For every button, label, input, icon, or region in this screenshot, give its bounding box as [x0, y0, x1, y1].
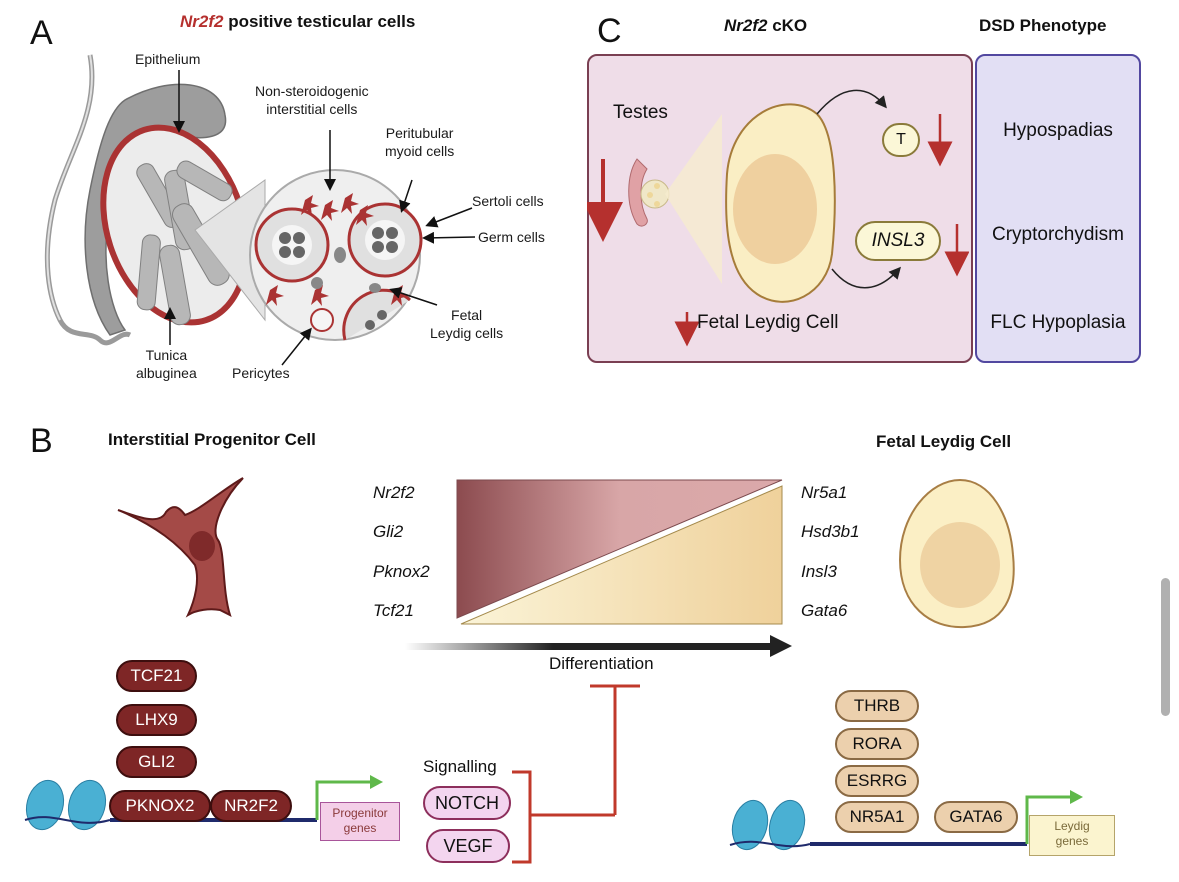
leydig-gene-wedge	[460, 485, 783, 625]
panel-c-title-rest: cKO	[767, 16, 808, 35]
leydig-chromatin	[729, 790, 1083, 851]
label-fetal-leydig: Fetal Leydig cells	[430, 306, 503, 342]
leydig-cell-nucleus	[920, 522, 1000, 608]
differentiation-label: Differentiation	[549, 654, 654, 673]
box-line: Progenitor	[332, 806, 388, 820]
leydig-title: Fetal Leydig Cell	[876, 432, 1012, 451]
panel-c-title-gene: Nr2f2	[724, 16, 768, 35]
interstitial-cells	[266, 193, 409, 306]
label-line: myoid cells	[385, 143, 455, 159]
tf-tcf21: TCF21	[116, 660, 197, 692]
tf-thrb: THRB	[835, 690, 919, 722]
testes-label: Testes	[613, 102, 668, 123]
gene-gli2: Gli2	[373, 522, 404, 541]
label-peritubular: Peritubular myoid cells	[385, 124, 454, 160]
label-line: albuginea	[136, 365, 197, 381]
phenotype-cryptorchydism: Cryptorchydism	[992, 224, 1124, 245]
progenitor-nucleus	[189, 531, 215, 561]
tf-lhx9: LHX9	[116, 704, 197, 736]
gene-gata6: Gata6	[801, 601, 848, 620]
box-line: genes	[1055, 834, 1089, 848]
label-tunica: Tunica albuginea	[136, 346, 197, 382]
gene-nr2f2: Nr2f2	[373, 483, 415, 502]
label-sertoli: Sertoli cells	[472, 193, 544, 209]
label-pericytes: Pericytes	[232, 365, 290, 381]
label-arrows	[164, 70, 476, 366]
gene-hsd3b1: Hsd3b1	[801, 522, 860, 541]
leydig-nucleus	[733, 154, 817, 264]
pericyte	[310, 308, 334, 332]
signalling-bracket	[512, 770, 532, 864]
hormone-insl3: INSL3	[855, 221, 941, 261]
zoom-cone	[665, 114, 722, 284]
tf-gata6: GATA6	[934, 801, 1018, 833]
label-line: Leydig cells	[430, 325, 504, 341]
panel-a-title-gene: Nr2f2	[180, 12, 224, 31]
label-germ: Germ cells	[478, 229, 545, 245]
arrow-to-t	[816, 89, 887, 115]
gene-pknox2: Pknox2	[373, 562, 430, 581]
tf-rora: RORA	[835, 728, 919, 760]
panel-c-letter: C	[597, 12, 622, 50]
vertical-scrollbar[interactable]	[1161, 578, 1170, 716]
nucleosome-icon	[729, 799, 811, 851]
progenitor-gene-wedge	[456, 479, 783, 619]
label-line: interstitial cells	[266, 101, 358, 117]
differentiation-arrow-svg	[405, 635, 792, 864]
arrow-to-insl3	[831, 266, 901, 289]
label-line: Non-steroidogenic	[255, 83, 369, 99]
signalling-label: Signalling	[423, 757, 497, 776]
dsd-box: Hypospadias Cryptorchydism FLC Hypoplasi…	[975, 54, 1141, 363]
panel-a-letter: A	[30, 14, 53, 52]
tf-esrrg: ESRRG	[835, 765, 919, 797]
gene-tcf21: Tcf21	[373, 601, 414, 620]
gene-nr5a1: Nr5a1	[801, 483, 848, 502]
panel-c-title: Nr2f2 cKO	[724, 16, 807, 36]
progenitor-tss-arrow	[315, 780, 370, 820]
nucleosome-icon	[24, 779, 111, 831]
flc-label: Fetal Leydig Cell	[697, 312, 839, 333]
progenitor-genes-box: Progenitor genes	[320, 802, 400, 841]
box-line: genes	[343, 821, 377, 835]
tf-nr5a1: NR5A1	[835, 801, 919, 833]
leydig-genes-box: Leydig genes	[1029, 815, 1115, 856]
label-line: Tunica	[145, 347, 188, 363]
tubule-cross-sections	[254, 202, 423, 341]
phenotype-hypospadias: Hypospadias	[1003, 120, 1113, 141]
differentiation-gradient	[456, 479, 783, 625]
hormone-t: T	[882, 123, 920, 157]
differentiation-arrow-shaft	[405, 643, 775, 650]
panel-a-title: Nr2f2 positive testicular cells	[180, 12, 415, 32]
leydig-tss-arrow	[1025, 795, 1070, 844]
label-non-steroidogenic: Non-steroidogenic interstitial cells	[255, 82, 369, 118]
panel-a-title-rest: positive testicular cells	[223, 12, 416, 31]
signal-notch: NOTCH	[423, 786, 511, 820]
leydig-cell	[898, 478, 1015, 629]
cko-illustration	[587, 89, 969, 347]
dsd-title: DSD Phenotype	[979, 16, 1107, 35]
tf-gli2: GLI2	[116, 746, 197, 778]
label-line: Fetal	[451, 307, 483, 323]
progenitor-cell	[117, 477, 244, 618]
label-epithelium: Epithelium	[135, 51, 201, 67]
panel-b-letter: B	[30, 422, 53, 460]
label-line: Peritubular	[385, 125, 454, 141]
phenotype-flc-hypoplasia: FLC Hypoplasia	[990, 312, 1126, 333]
testis-illustration	[44, 54, 476, 366]
box-line: Leydig	[1054, 819, 1090, 833]
differentiation-arrow-head	[770, 635, 792, 657]
progenitor-title: Interstitial Progenitor Cell	[108, 430, 316, 449]
seminiferous-lobules	[136, 160, 233, 326]
signal-vegf: VEGF	[426, 829, 510, 863]
tf-nr2f2: NR2F2	[210, 790, 292, 822]
gene-insl3: Insl3	[801, 562, 837, 581]
tf-pknox2: PKNOX2	[109, 790, 211, 822]
fetal-leydig-cells	[311, 247, 381, 293]
mini-testis	[628, 158, 648, 227]
